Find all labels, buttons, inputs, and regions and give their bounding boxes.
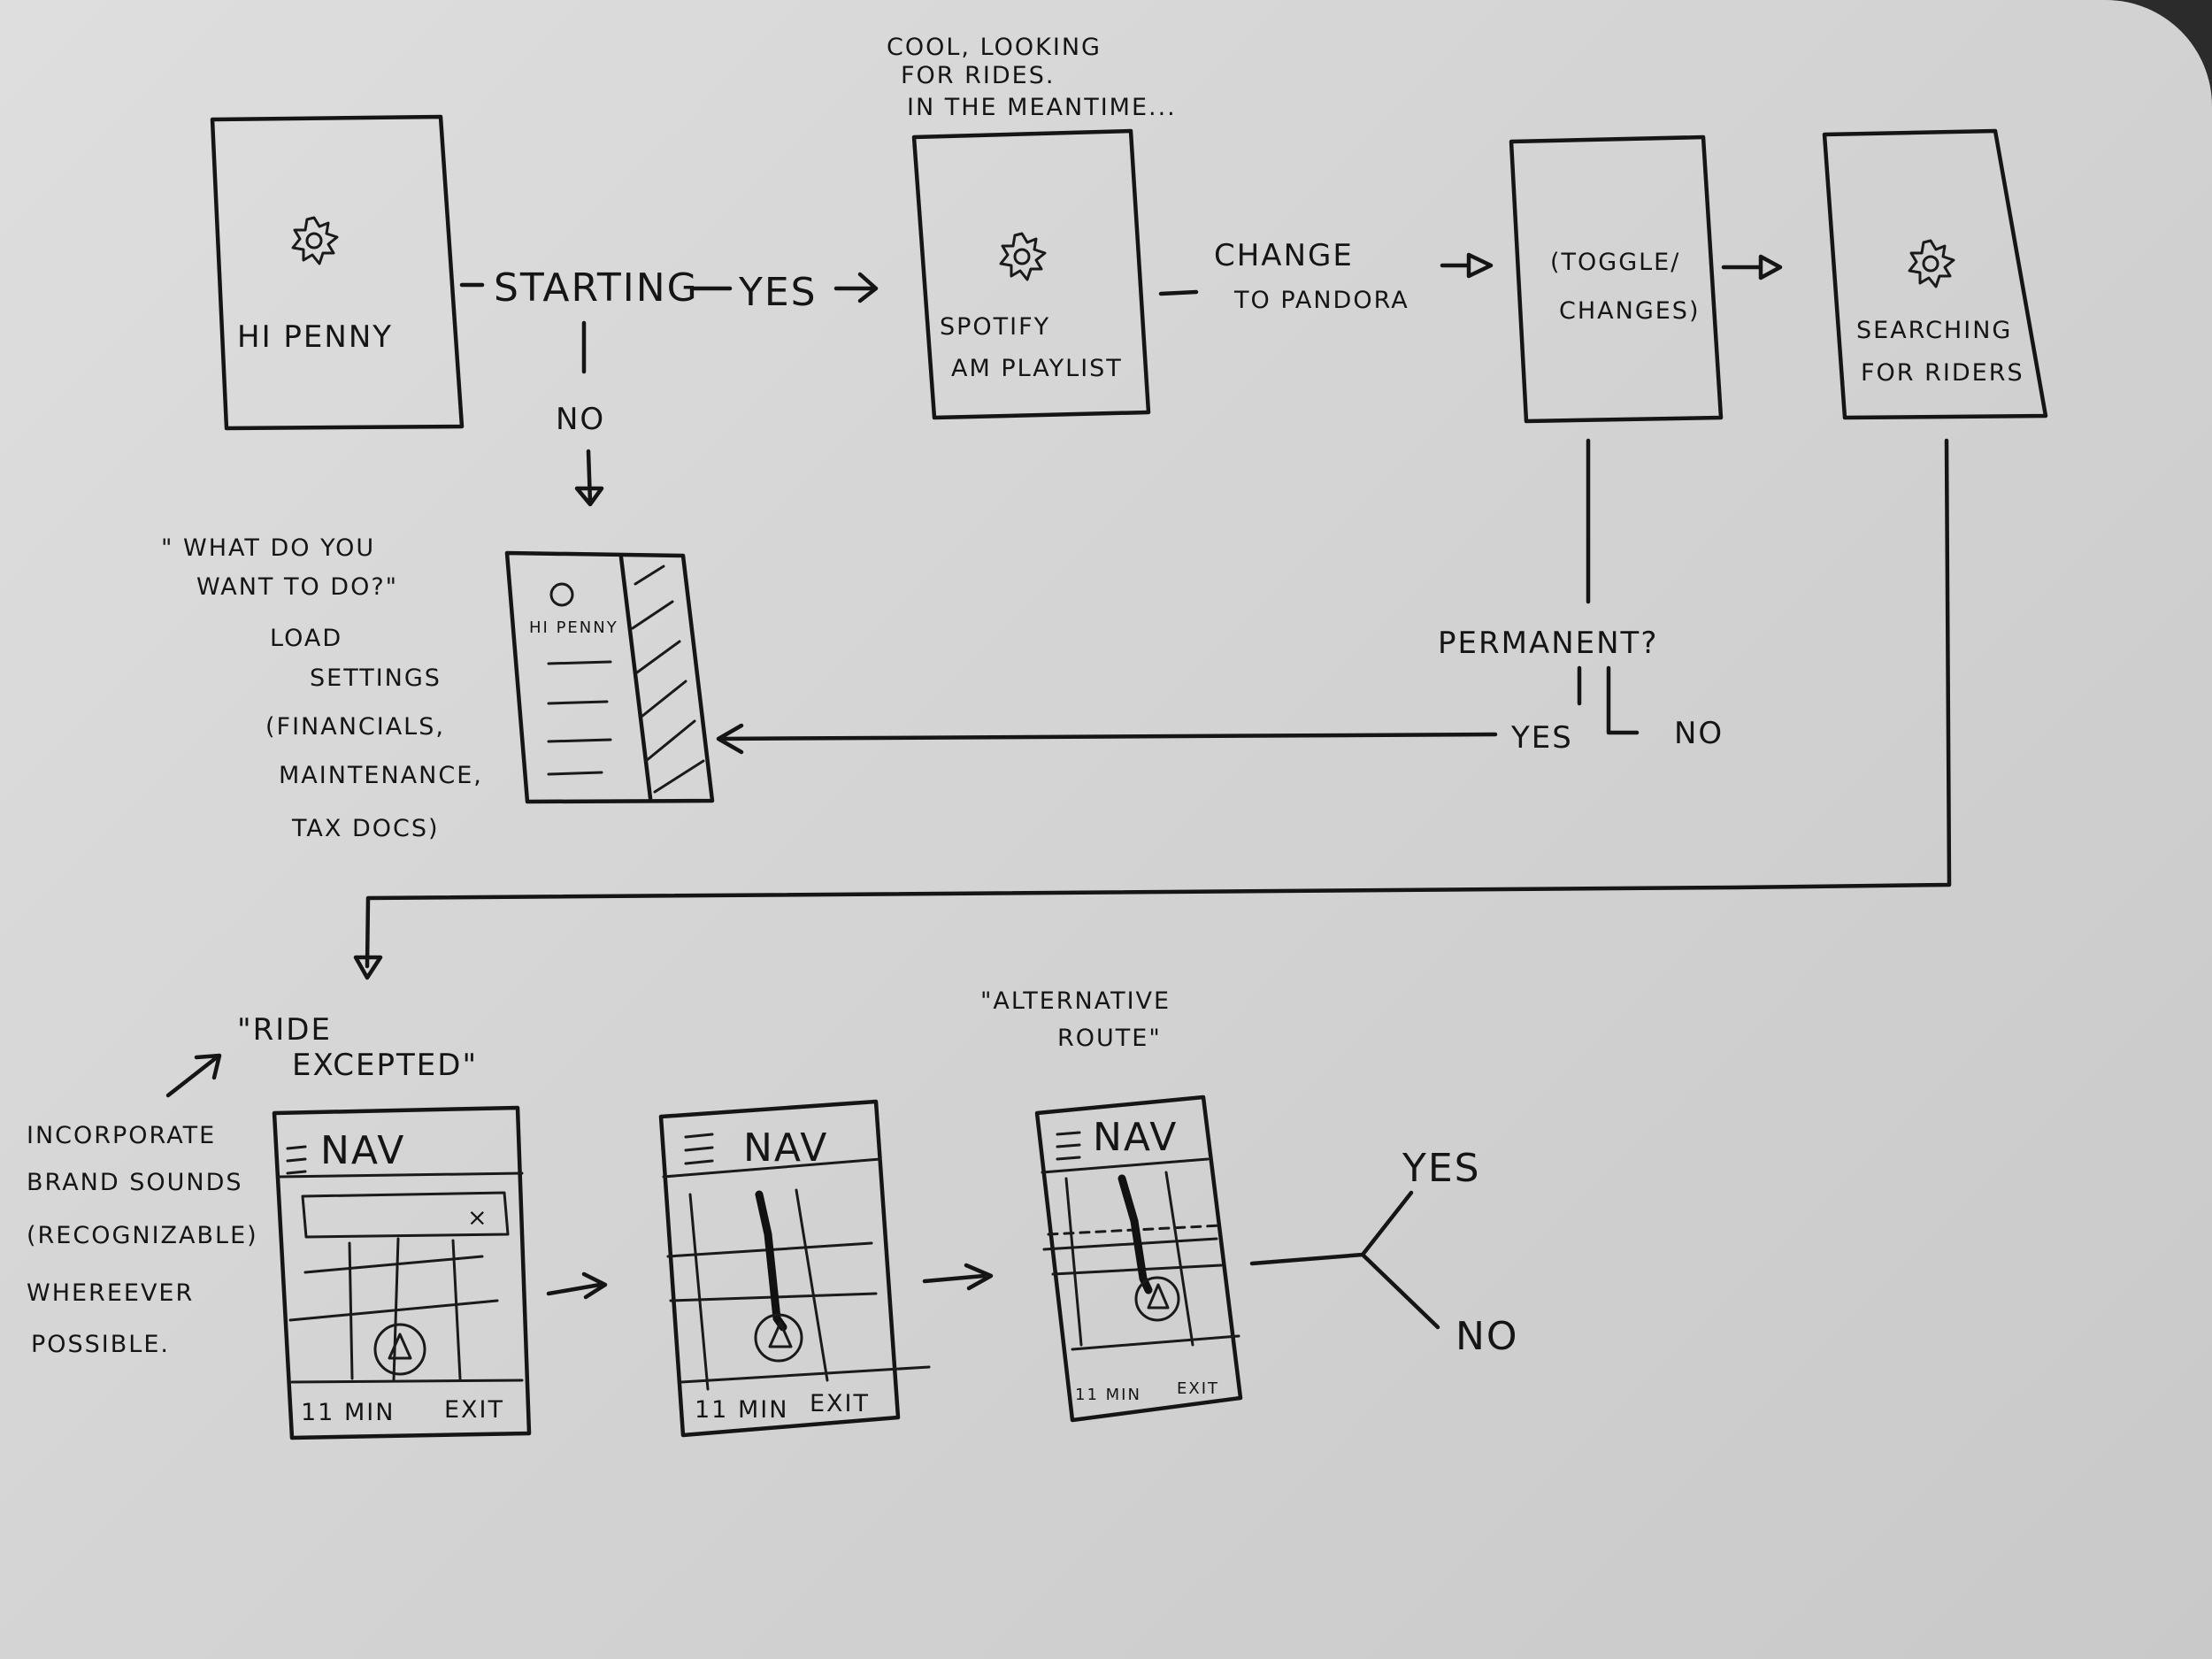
clear-icon: × — [467, 1204, 489, 1232]
route-line — [755, 1190, 787, 1332]
screen-searching: SEARCHING FOR RIDERS — [1822, 128, 2048, 420]
note-what-do-2: WANT TO DO?" — [196, 573, 398, 601]
hamburger-icon — [286, 1145, 307, 1175]
search-input — [301, 1191, 510, 1239]
nav-screen-alternative: NAV 11 MIN EXIT — [1034, 1094, 1243, 1423]
nav-exit-button[interactable]: EXIT — [810, 1390, 870, 1417]
yes-label: YES — [738, 270, 818, 315]
note-incorp-1: INCORPORATE — [27, 1122, 216, 1149]
change-label-1: CHANGE — [1214, 238, 1354, 273]
nav-screen-route: NAV 11 MIN EXIT — [658, 1099, 931, 1438]
note-ride-2: EXCEPTED" — [292, 1048, 478, 1083]
nav-title: NAV — [1093, 1115, 1178, 1160]
starting-label: STARTING — [494, 265, 699, 311]
note-cool-2: FOR RIDES. — [901, 62, 1055, 89]
screen-label-hi-penny: HI PENNY — [237, 319, 393, 355]
screen-label-spotify-2: AM PLAYLIST — [951, 355, 1123, 382]
note-incorp-4: WHEREEVER — [27, 1279, 194, 1307]
location-arrow-icon — [373, 1323, 426, 1376]
note-load-2: SETTINGS — [310, 664, 442, 692]
map-grid — [1042, 1171, 1240, 1351]
route-line — [1118, 1174, 1153, 1294]
gear-icon — [999, 232, 1047, 281]
screen-label-searching-1: SEARCHING — [1856, 317, 2012, 344]
location-arrow-icon — [754, 1313, 803, 1363]
note-load-1: LOAD — [270, 625, 342, 652]
menu-name: HI PENNY — [529, 618, 618, 637]
screen-spotify: SPOTIFY AM PLAYLIST — [911, 128, 1151, 420]
screen-toggle-changes: (TOGGLE/ CHANGES) — [1509, 134, 1724, 424]
note-alt-1: "ALTERNATIVE — [980, 987, 1171, 1015]
nav-exit-button[interactable]: EXIT — [444, 1396, 504, 1424]
note-alt-2: ROUTE" — [1057, 1025, 1162, 1052]
screen-label-spotify-1: SPOTIFY — [940, 313, 1050, 341]
nav-eta: 11 MIN — [695, 1396, 788, 1424]
no-label: NO — [556, 402, 605, 437]
perm-no-label: NO — [1674, 716, 1724, 751]
permanent-label: PERMANENT? — [1438, 626, 1658, 661]
hamburger-icon — [684, 1133, 714, 1165]
screen-menu: HI PENNY — [504, 550, 715, 804]
menu-list-lines — [547, 660, 612, 776]
note-incorp-3: (RECOGNIZABLE) — [27, 1222, 258, 1249]
screen-label-toggle-1: (TOGGLE/ — [1550, 249, 1680, 276]
note-ride-1: "RIDE — [237, 1012, 332, 1048]
gear-icon — [291, 216, 339, 265]
map-grid — [288, 1237, 499, 1382]
note-incorp-5: POSSIBLE. — [31, 1331, 170, 1358]
note-load-4: MAINTENANCE, — [279, 762, 483, 789]
hamburger-icon — [1056, 1131, 1081, 1161]
nav-title: NAV — [320, 1128, 405, 1173]
change-label-2: TO PANDORA — [1233, 287, 1409, 314]
nav-exit-button[interactable]: EXIT — [1177, 1379, 1219, 1398]
location-arrow-icon — [1134, 1276, 1180, 1322]
note-cool-1: COOL, LOOKING — [887, 34, 1102, 61]
perm-yes-label: YES — [1510, 720, 1573, 756]
drawer-hatching — [631, 565, 705, 794]
screen-label-searching-2: FOR RIDERS — [1861, 359, 2024, 387]
final-yes-label: YES — [1402, 1146, 1481, 1191]
note-cool-3: IN THE MEANTIME... — [907, 94, 1177, 121]
note-load-3: (FINANCIALS, — [265, 713, 445, 741]
note-what-do-1: " WHAT DO YOU — [161, 534, 375, 562]
nav-title: NAV — [743, 1125, 828, 1171]
final-no-label: NO — [1455, 1314, 1519, 1359]
note-incorp-2: BRAND SOUNDS — [27, 1169, 243, 1196]
nav-screen-search: NAV × 11 MIN EXIT — [272, 1105, 532, 1440]
note-load-5: TAX DOCS) — [291, 815, 440, 842]
screen-label-toggle-2: CHANGES) — [1559, 297, 1700, 325]
nav-eta: 11 MIN — [1075, 1386, 1141, 1404]
gear-icon — [1908, 239, 1955, 288]
screen-hi-penny: HI PENNY — [210, 114, 465, 431]
avatar-icon — [549, 582, 574, 607]
nav-eta: 11 MIN — [301, 1399, 395, 1426]
